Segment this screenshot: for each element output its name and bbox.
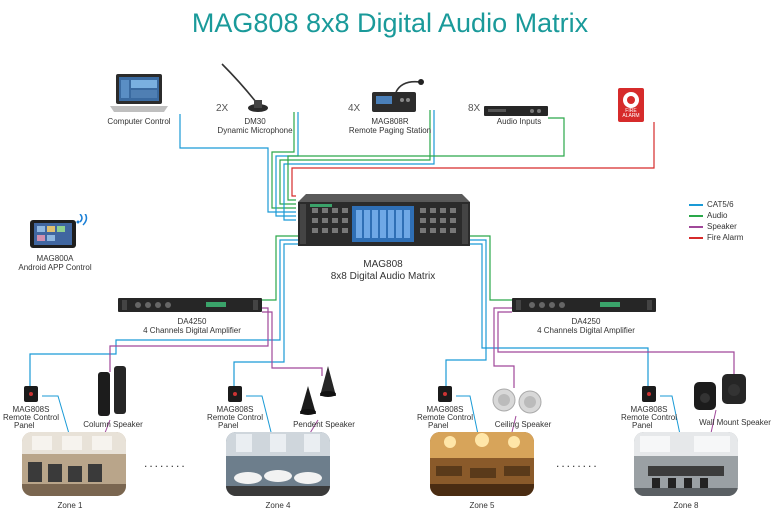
- paging-qty: 4X: [348, 103, 361, 114]
- legend-cat-label: CAT5/6: [707, 200, 734, 209]
- zone1-name: Zone 1: [57, 501, 83, 510]
- wire-z4-panel: [246, 395, 275, 445]
- tablet-icon: [30, 210, 92, 250]
- fire-alarm-icon: FIRE ALARM: [618, 88, 644, 122]
- matrix-label-1: MAG808: [363, 259, 403, 270]
- wire-zone4-cat: [233, 243, 300, 386]
- zone4-image: [226, 432, 330, 496]
- zone8-remote-panel-icon: [642, 386, 656, 402]
- zone4-speaker-label: Pendent Speaker: [293, 420, 355, 429]
- zone-ellipsis-right: ........: [556, 456, 599, 470]
- tablet-label-1: MAG800A: [36, 254, 74, 263]
- amplifier-left-icon: [118, 296, 262, 314]
- microphone-icon: [220, 62, 272, 114]
- wire-amp-left-audio: [262, 235, 300, 301]
- zone8-panel-label-2: Remote Control: [620, 413, 678, 422]
- wire-mic-cat: [275, 112, 299, 217]
- zone-ellipsis-left: ........: [144, 456, 187, 470]
- legend-fire-alarm-swatch: [689, 237, 703, 239]
- legend-audio-swatch: [689, 215, 703, 217]
- amp-left-label-2: 4 Channels Digital Amplifier: [143, 326, 241, 335]
- zone4-name: Zone 4: [265, 501, 291, 510]
- audio-inputs-label: Audio Inputs: [496, 117, 542, 126]
- mic-label-1: DM30: [244, 117, 266, 126]
- wire-amp-left-cat: [29, 239, 300, 386]
- audio-inputs-qty: 8X: [468, 103, 481, 114]
- wire-audio-inputs: [287, 117, 565, 201]
- wire-z8-panel: [660, 395, 683, 445]
- amp-right-label-1: DA4250: [571, 317, 601, 326]
- wire-mic-audio: [271, 112, 296, 209]
- zone4-panel-label-3: Panel: [218, 421, 239, 430]
- zone5-name: Zone 5: [469, 501, 495, 510]
- wire-amp-right-spk2: [497, 311, 735, 376]
- computer-label: Computer Control: [107, 117, 171, 126]
- wire-amp-right-cat: [445, 239, 487, 386]
- laptop-icon: [110, 74, 168, 114]
- wire-paging-audio: [279, 110, 431, 205]
- mic-qty: 2X: [216, 103, 229, 114]
- wire-computer-cat: [179, 114, 296, 213]
- wire-paging-cat: [283, 110, 435, 221]
- zone1-image: [22, 432, 126, 496]
- zone8-name: Zone 8: [673, 501, 699, 510]
- zone1-panel-label-3: Panel: [14, 421, 35, 430]
- amp-right-label-2: 4 Channels Digital Amplifier: [537, 326, 635, 335]
- zone1-speaker-label: Column Speaker: [83, 420, 143, 429]
- paging-station-icon: [366, 78, 432, 114]
- zone1-remote-panel-icon: [24, 386, 38, 402]
- zone5-remote-panel-icon: [438, 386, 452, 402]
- matrix-device-icon: [296, 194, 470, 248]
- zone5-image: [430, 432, 534, 496]
- paging-label-2: Remote Paging Station: [348, 126, 432, 135]
- wire-amp-right-audio: [470, 235, 512, 301]
- matrix-label-2: 8x8 Digital Audio Matrix: [330, 271, 436, 282]
- zone5-panel-label-3: Panel: [428, 421, 449, 430]
- zone1-panel-label-1: MAG808S: [12, 405, 50, 414]
- mic-label-2: Dynamic Microphone: [217, 126, 293, 135]
- zone4-panel-label-1: MAG808S: [216, 405, 254, 414]
- wire-amp-left-spk1: [109, 307, 269, 372]
- page-title: MAG808 8x8 Digital Audio Matrix: [191, 8, 589, 38]
- paging-label-1: MAG808R: [371, 117, 409, 126]
- legend-speaker-label: Speaker: [707, 222, 737, 231]
- fire-alarm-text-2: ALARM: [622, 113, 640, 119]
- pendent-speaker-icon: [296, 364, 344, 416]
- tablet-label-2: Android APP Control: [18, 263, 92, 272]
- wall-mount-speaker-icon: [692, 372, 752, 412]
- legend-cat-swatch: [689, 204, 703, 206]
- zone8-speaker-label: Wall Mount Speaker: [699, 418, 771, 427]
- column-speaker-icon: [96, 364, 130, 416]
- legend-audio-label: Audio: [707, 211, 728, 220]
- zone4-panel-label-2: Remote Control: [206, 413, 264, 422]
- legend-fire-alarm-label: Fire Alarm: [707, 233, 744, 242]
- zone1-panel-label-2: Remote Control: [2, 413, 60, 422]
- zone8-panel-label-1: MAG808S: [630, 405, 668, 414]
- zone4-remote-panel-icon: [228, 386, 242, 402]
- zone5-speaker-label: Ceiling Speaker: [494, 420, 552, 429]
- wire-z5-panel: [456, 395, 481, 445]
- zone8-image: [634, 432, 738, 496]
- zone8-panel-label-3: Panel: [632, 421, 653, 430]
- amp-left-label-1: DA4250: [177, 317, 207, 326]
- wire-fire-alarm: [291, 122, 655, 197]
- zone5-panel-label-1: MAG808S: [426, 405, 464, 414]
- wire-amp-left-spk2: [262, 311, 323, 376]
- zone5-panel-label-2: Remote Control: [416, 413, 474, 422]
- fire-alarm-text-1: FIRE: [625, 108, 637, 114]
- wire-zone8-cat: [470, 243, 649, 386]
- audio-input-rack-icon: [484, 104, 550, 116]
- legend-speaker-swatch: [689, 226, 703, 228]
- wire-amp-right-spk1: [493, 307, 515, 388]
- amplifier-right-icon: [512, 296, 656, 314]
- wire-z1-panel: [42, 395, 73, 445]
- ceiling-speaker-icon: [490, 388, 546, 416]
